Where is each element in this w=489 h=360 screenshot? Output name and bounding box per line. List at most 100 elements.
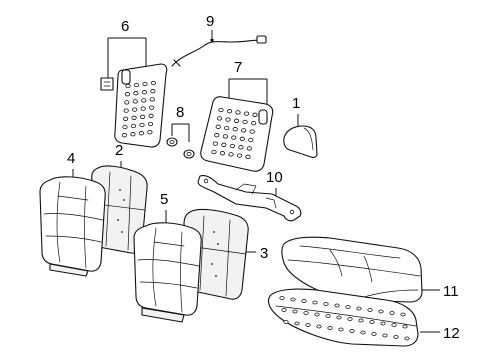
panel-hole (225, 117, 231, 122)
panel-hole (214, 133, 220, 138)
panel-hole (235, 110, 241, 115)
frame-hole (391, 323, 397, 327)
panel-hole (239, 136, 245, 141)
panel-hole (132, 99, 138, 104)
panel-hole (124, 100, 130, 105)
part-6-seatback-panel-left (114, 63, 168, 148)
part-5-seatback-cushion (133, 222, 202, 323)
panel-hole (142, 81, 148, 87)
panel-hole (138, 131, 144, 136)
frame-hole (358, 318, 364, 323)
panel-hole (248, 137, 254, 143)
callout-9: 9 (206, 13, 214, 30)
panel-hole (125, 83, 131, 89)
part-8-grommets (166, 137, 195, 159)
callout-6: 6 (121, 18, 129, 35)
panel-hole (215, 124, 221, 129)
frame-hole (281, 308, 287, 312)
panel-hole (241, 128, 247, 133)
panel-hole (242, 119, 248, 125)
frame-hole (314, 312, 320, 317)
panel-hole (133, 82, 140, 88)
frame-hole (402, 324, 408, 329)
panel-hole (232, 127, 238, 132)
frame-hole (369, 320, 375, 324)
callout-1: 1 (292, 95, 300, 112)
frame-hole (400, 312, 406, 317)
panel-hole (150, 80, 157, 86)
panel-hole (130, 123, 137, 129)
panel-hole (245, 154, 251, 159)
frame-hole (316, 324, 322, 329)
panel-hole (218, 107, 224, 113)
panel-hole (231, 135, 237, 140)
frame-hole (380, 321, 386, 326)
panel-hole (252, 112, 258, 117)
panel-hole (243, 111, 250, 116)
frame-hole (290, 297, 296, 302)
panel-hole (147, 130, 153, 135)
panel-hole (234, 118, 240, 123)
frame-hole (389, 311, 395, 315)
callout-10: 10 (266, 169, 283, 186)
frame-hole (283, 320, 289, 324)
callout-12: 12 (443, 325, 460, 342)
panel-hole (141, 90, 147, 95)
frame-hole (334, 303, 340, 308)
panel-hole (123, 116, 129, 121)
frame-hole (371, 332, 377, 336)
part-6-clip (100, 77, 114, 91)
part-10-bracket (197, 174, 302, 222)
panel-hole (150, 89, 156, 94)
panel-hole (121, 133, 128, 138)
panel-hole (131, 115, 137, 120)
panel-hole (133, 91, 139, 96)
frame-hole (325, 314, 331, 318)
panel-hole (238, 145, 244, 150)
panel-hole (222, 134, 228, 139)
panel-hole (122, 124, 128, 130)
part-2-seatback-cushion (91, 165, 148, 254)
frame-hole (378, 309, 384, 314)
callout-11: 11 (443, 283, 459, 300)
frame-hole (312, 300, 318, 305)
callout-8: 8 (176, 104, 184, 121)
part-7-seatback-panel-right (200, 96, 274, 172)
frame-hole (360, 330, 366, 335)
panel-hole (123, 108, 129, 113)
frame-hole (305, 323, 311, 327)
part-1-cap (283, 125, 318, 158)
panel-hole (211, 149, 217, 155)
panel-hole (139, 122, 145, 128)
panel-hole (147, 121, 154, 127)
panel-hole (140, 106, 146, 111)
panel-hole (132, 107, 138, 112)
callout-3: 3 (260, 245, 268, 262)
panel-hole (217, 116, 223, 121)
panel-hole (212, 141, 218, 146)
frame-hole (349, 329, 355, 333)
frame-holes (279, 296, 410, 341)
frame-hole (338, 327, 344, 332)
part-9-harness (171, 35, 267, 67)
panel-hole (149, 97, 155, 102)
frame-hole (345, 305, 351, 309)
frame-hole (301, 299, 307, 303)
panel-hole (226, 109, 233, 114)
panel-hole (141, 98, 147, 103)
panel-hole (149, 105, 155, 110)
panel-hole (124, 92, 131, 97)
callout-4: 4 (67, 150, 75, 167)
frame-hole (303, 311, 309, 315)
panel-hole (140, 114, 146, 119)
frame-hole (336, 315, 342, 320)
frame-hole (323, 302, 329, 306)
callout-7: 7 (234, 59, 242, 76)
part-3-seatback-cushion (183, 208, 249, 300)
panel-hole (224, 125, 230, 131)
frame-hole (367, 308, 373, 312)
panel-hole (229, 143, 235, 149)
panel-hole (130, 132, 136, 137)
panel-hole (251, 121, 257, 126)
